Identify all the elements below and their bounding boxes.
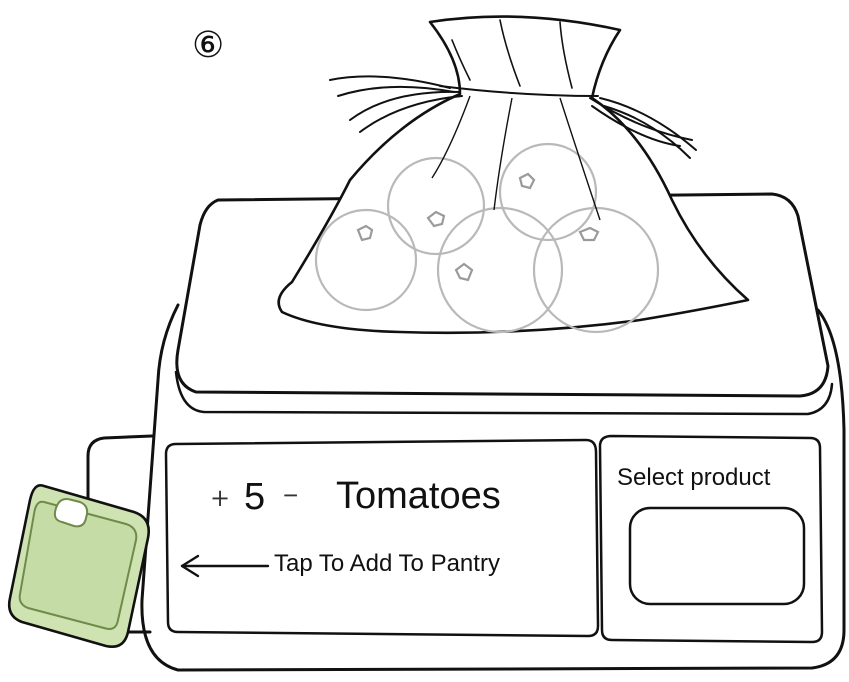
tap-to-add-hint: Tap To Add To Pantry (274, 552, 500, 576)
left-arrow-icon (182, 556, 268, 576)
step-number: ⑥ (192, 28, 224, 64)
display-panel (166, 440, 598, 636)
decrease-quantity-button[interactable]: − (283, 482, 298, 508)
product-name: Tomatoes (336, 477, 501, 515)
select-product-label: Select product (617, 466, 770, 490)
increase-quantity-button[interactable]: + (210, 486, 230, 510)
pantry-tag-button[interactable] (8, 482, 154, 650)
select-product-button[interactable] (630, 508, 804, 604)
quantity-value: 5 (244, 478, 265, 516)
mesh-produce-bag-icon (279, 17, 748, 333)
